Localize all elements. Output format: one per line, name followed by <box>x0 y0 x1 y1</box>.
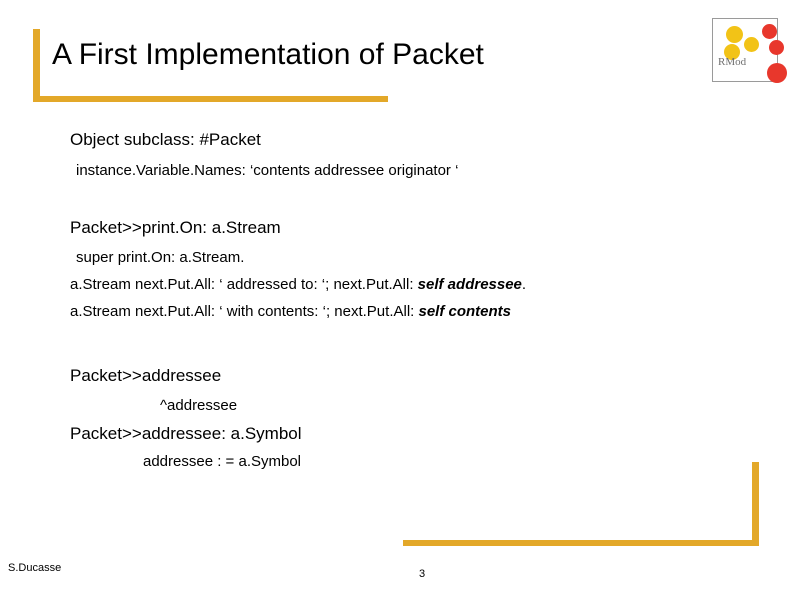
logo-label: RMod <box>718 56 747 68</box>
bottom-vertical-rule <box>752 462 759 546</box>
code-line-next-put-all-2: a.Stream next.Put.All: ‘ with contents: … <box>70 303 511 320</box>
logo-dot-red-3 <box>767 63 787 83</box>
code-line-addressee-setter-header: Packet>>addressee: a.Symbol <box>70 424 302 443</box>
code-emphasis-self-contents: self contents <box>418 303 512 320</box>
footer-author: S.Ducasse <box>8 562 62 574</box>
code-line-addressee-setter-body: addressee : = a.Symbol <box>143 453 302 470</box>
code-text-addressed-to: a.Stream next.Put.All: ‘ addressed to: ‘… <box>70 276 418 293</box>
logo-dot-yellow-3 <box>724 44 740 60</box>
code-text-period: . <box>521 276 527 293</box>
code-line-addressee-body: ^addressee <box>160 397 238 414</box>
code-line-instance-variables: instance.Variable.Names: ‘contents addre… <box>76 162 459 179</box>
code-line-addressee-header: Packet>>addressee <box>70 366 222 385</box>
code-text-with-contents: a.Stream next.Put.All: ‘ with contents: … <box>70 303 419 320</box>
footer-page-number: 3 <box>419 568 426 580</box>
code-line-next-put-all-1: a.Stream next.Put.All: ‘ addressed to: ‘… <box>70 276 526 293</box>
logo-dot-red-2 <box>769 40 784 55</box>
code-line-print-on-header: Packet>>print.On: a.Stream <box>70 218 281 237</box>
title-horizontal-rule <box>33 96 388 102</box>
code-emphasis-self-addressee: self addressee <box>417 276 522 293</box>
code-line-object-subclass: Object subclass: #Packet <box>70 130 261 149</box>
logo-dot-yellow-1 <box>726 26 743 43</box>
code-line-super-print-on: super print.On: a.Stream. <box>76 249 245 266</box>
page-title: A First Implementation of Packet <box>52 38 484 71</box>
rmod-logo: RMod <box>712 18 788 90</box>
logo-dot-yellow-2 <box>744 37 759 52</box>
title-vertical-rule <box>33 29 40 101</box>
logo-dot-red-1 <box>762 24 777 39</box>
bottom-horizontal-rule <box>403 540 759 546</box>
